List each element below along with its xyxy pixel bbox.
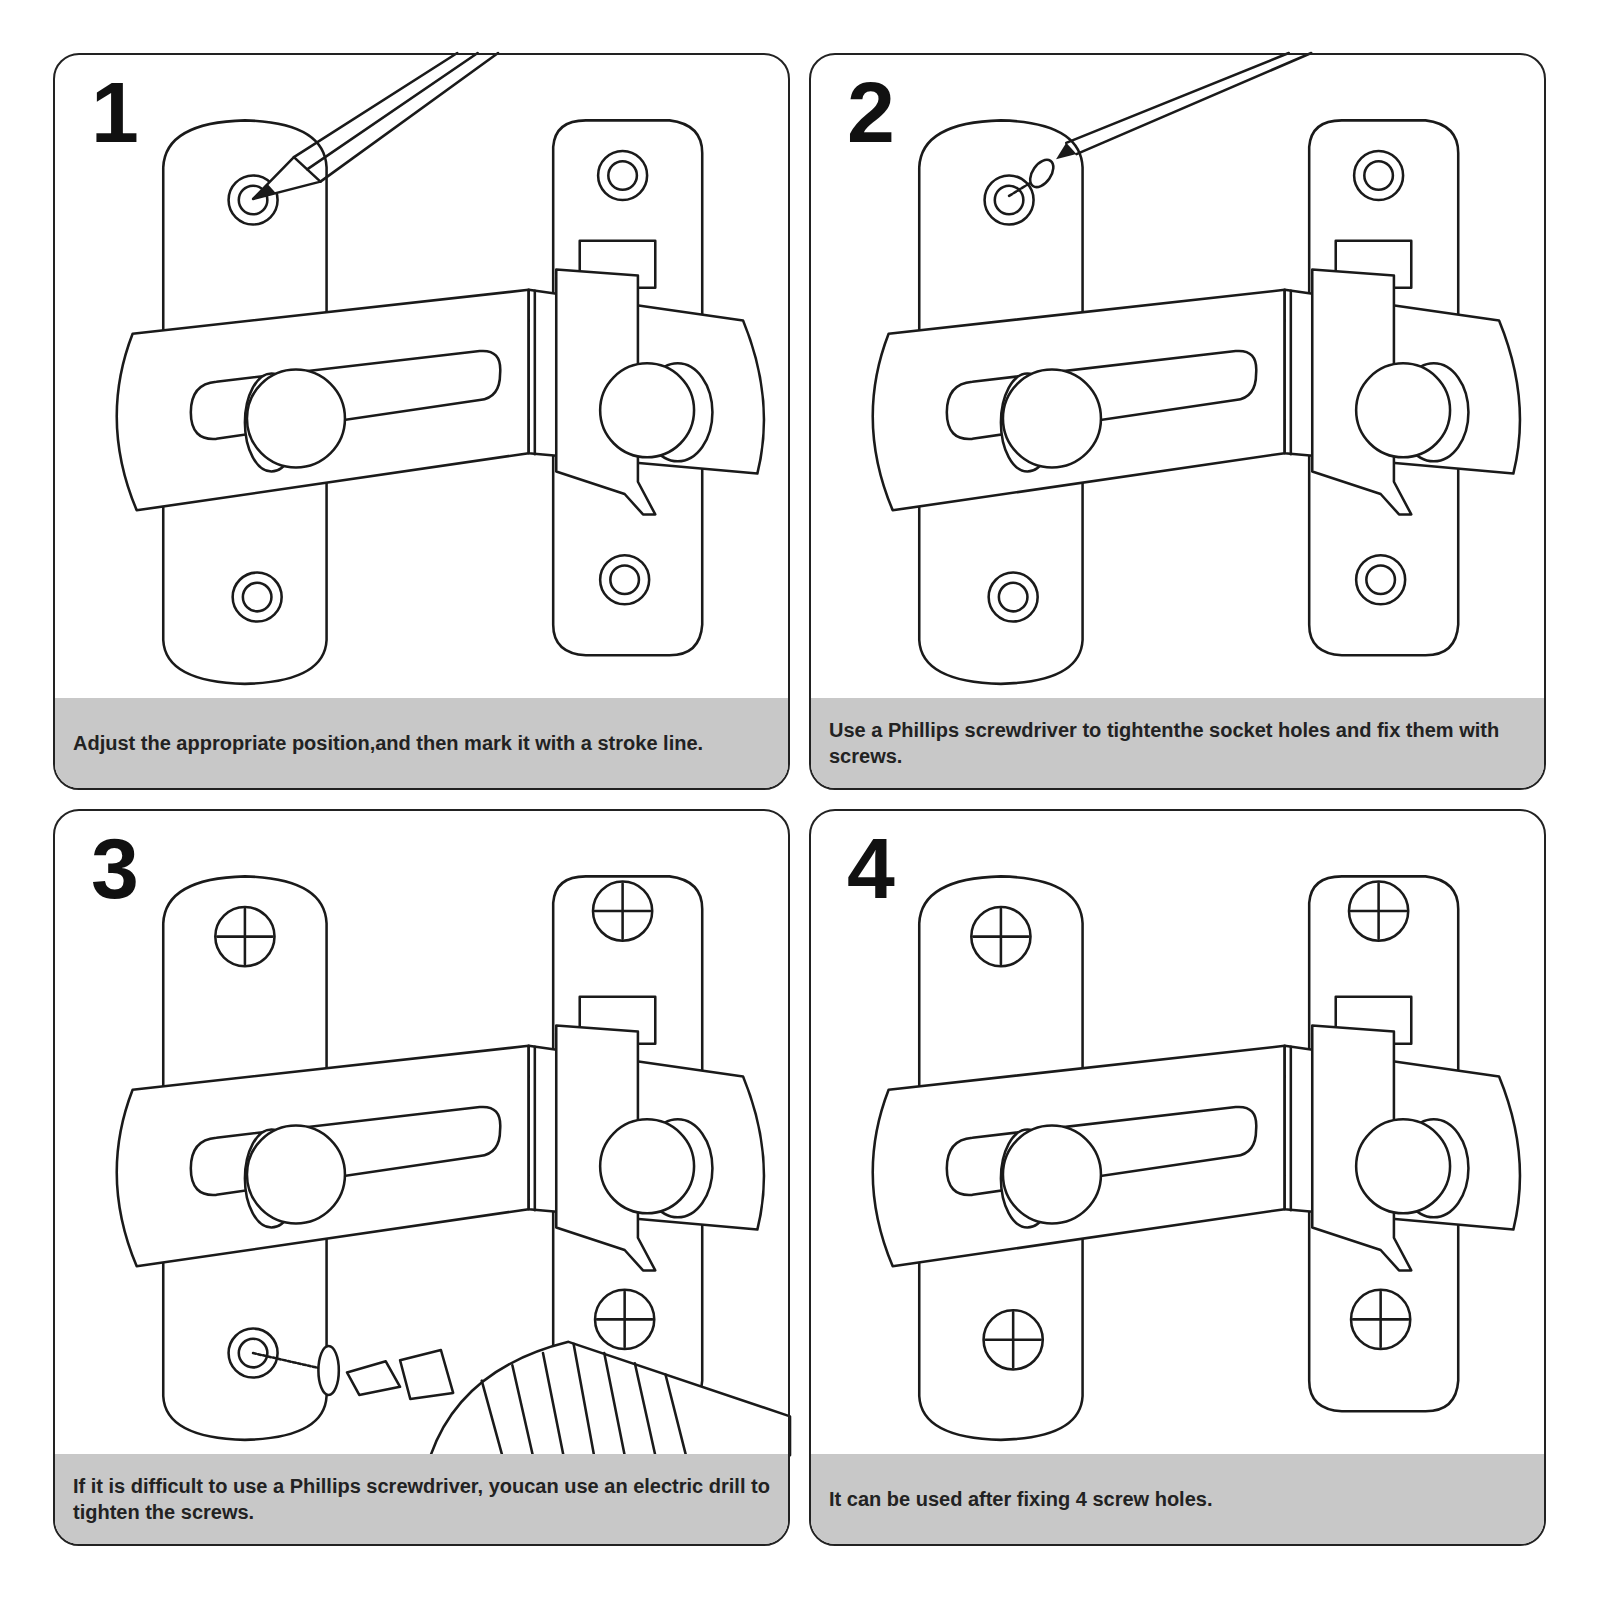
caption-band: Adjust the appropriate position,and then… xyxy=(55,698,788,788)
step-number: 4 xyxy=(847,825,895,911)
step-caption: Adjust the appropriate position,and then… xyxy=(73,730,703,756)
step-panel: 2Use a Phillips screwdriver to tightenth… xyxy=(809,53,1546,790)
step-panel: 1Adjust the appropriate position,and the… xyxy=(53,53,790,790)
caption-band: Use a Phillips screwdriver to tightenthe… xyxy=(811,698,1544,788)
step-caption: If it is difficult to use a Phillips scr… xyxy=(73,1473,772,1525)
step-caption: Use a Phillips screwdriver to tightenthe… xyxy=(829,717,1528,769)
step-panel: 4 It can be used after fixing 4 screw hol… xyxy=(809,809,1546,1546)
step-number: 1 xyxy=(91,69,139,155)
caption-band: It can be used after fixing 4 screw hole… xyxy=(811,1454,1544,1544)
caption-band: If it is difficult to use a Phillips scr… xyxy=(55,1454,788,1544)
step-number: 3 xyxy=(91,825,139,911)
step-caption: It can be used after fixing 4 screw hole… xyxy=(829,1486,1212,1512)
step-panel: 3 If it is difficult to use a Phillips sc… xyxy=(53,809,790,1546)
step-number: 2 xyxy=(847,69,895,155)
